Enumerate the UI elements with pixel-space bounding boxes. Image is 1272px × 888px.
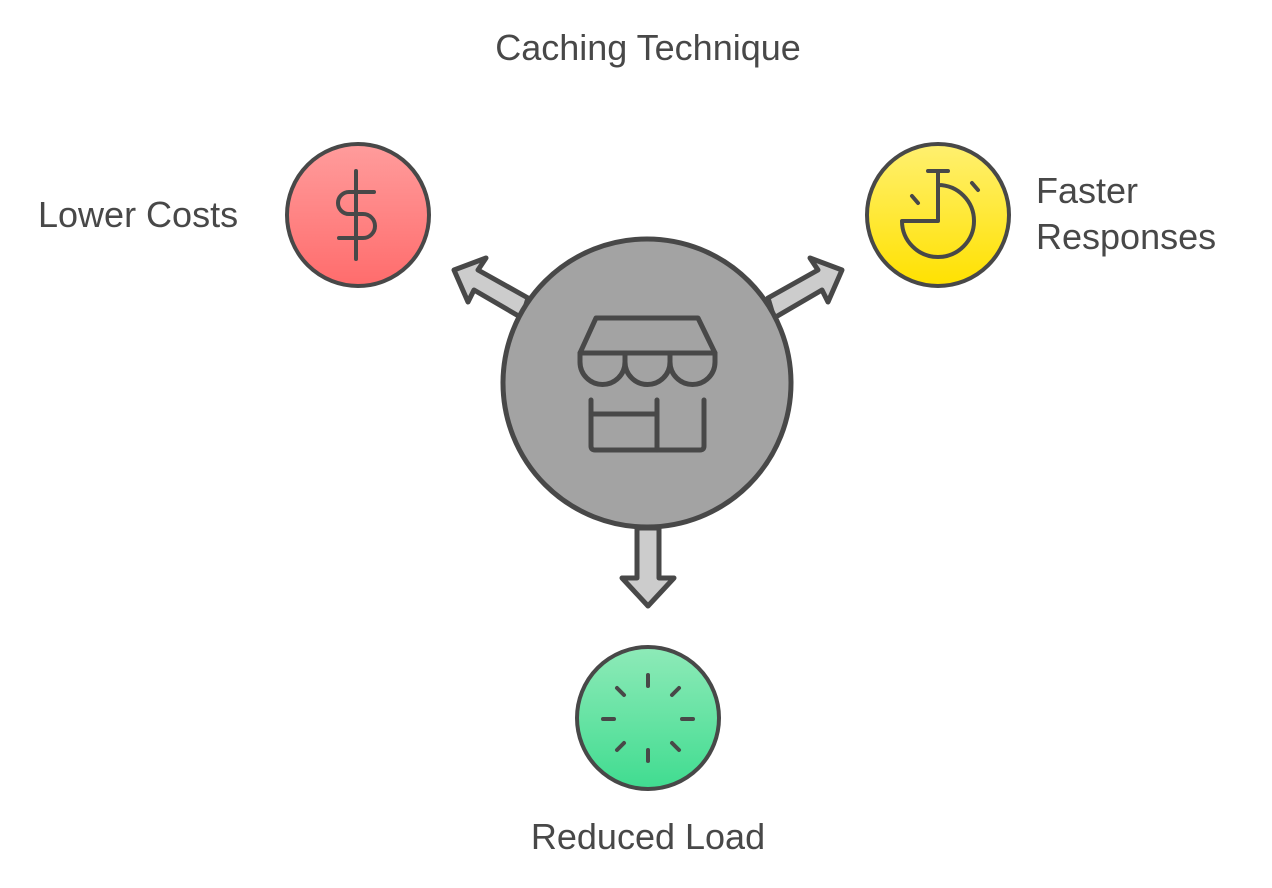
- diagram-title: Caching Technique: [495, 27, 801, 68]
- lower-costs-node: [285, 142, 431, 288]
- reduced-load-node: [575, 645, 721, 791]
- faster-responses-node: [865, 142, 1011, 288]
- lower-costs-label: Lower Costs: [38, 194, 239, 235]
- central-node: [500, 236, 794, 530]
- stopwatch-icon: [900, 169, 980, 259]
- storefront-icon: [577, 315, 718, 453]
- reduced-load-label: Reduced Load: [530, 816, 766, 857]
- arrow-to-lower-costs: [451, 255, 531, 321]
- arrow-to-reduced-load: [619, 525, 677, 609]
- faster-responses-label: Faster Responses: [1036, 170, 1217, 257]
- arrow-to-faster-responses: [765, 255, 845, 321]
- loading-spinner-icon: [601, 673, 695, 763]
- dollar-icon: [336, 169, 377, 261]
